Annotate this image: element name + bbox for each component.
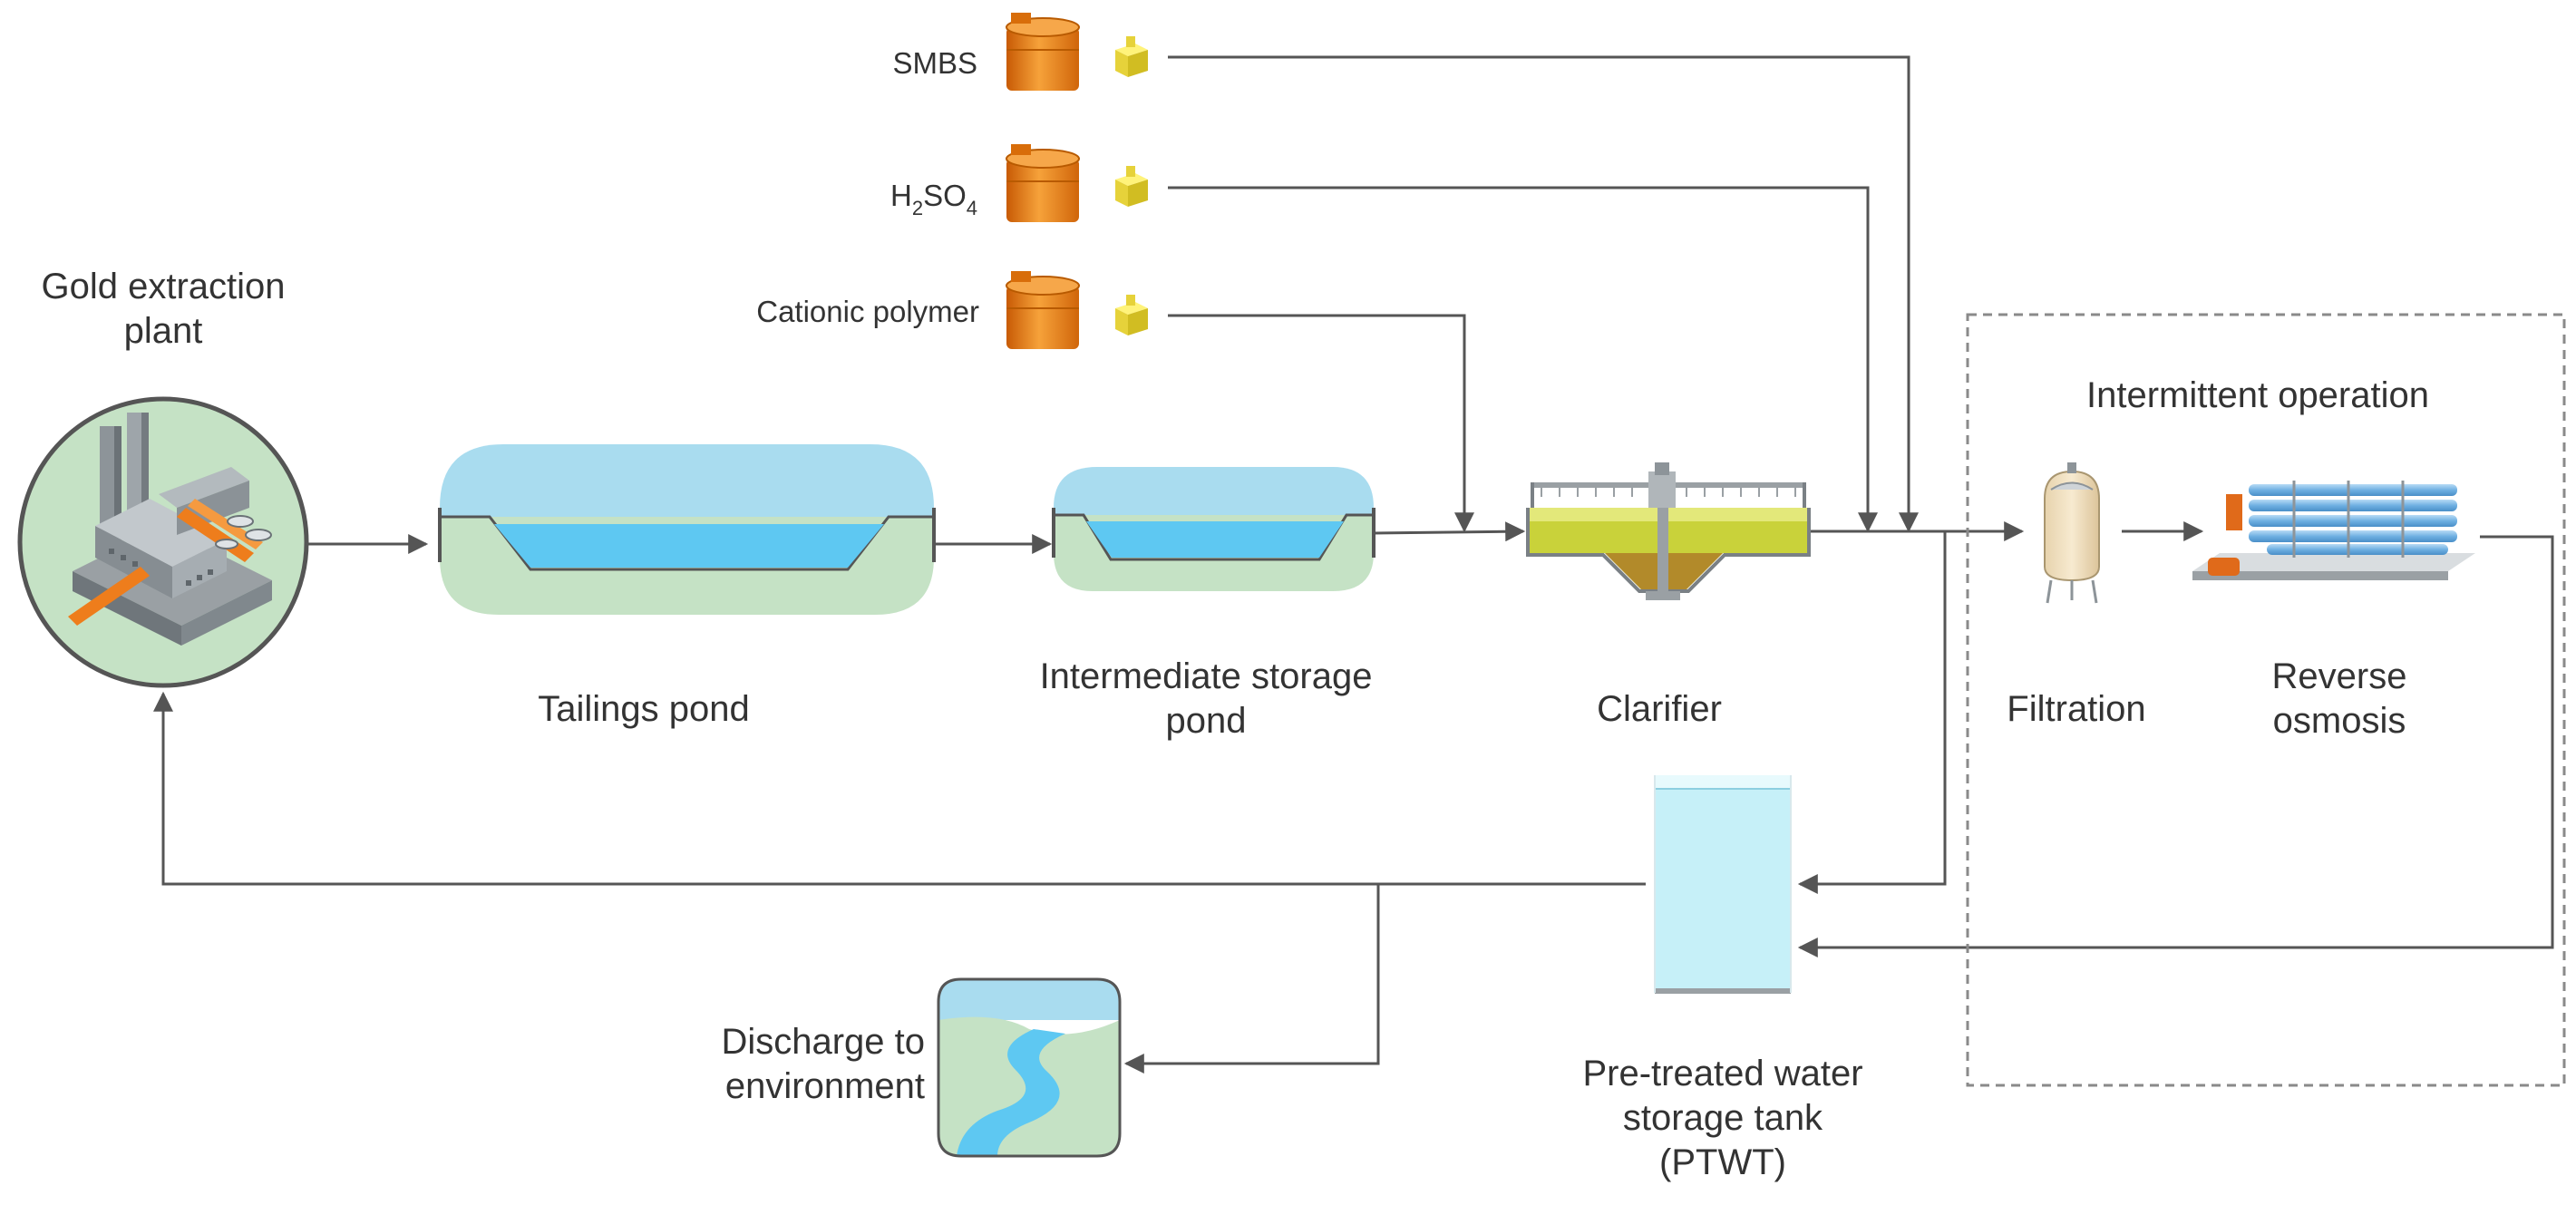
gold-plant-label: Gold extraction plant — [0, 265, 326, 354]
discharge-label-line1: Discharge to — [721, 1022, 925, 1062]
filtration-icon — [2044, 462, 2100, 604]
flow-lines — [153, 55, 2554, 1074]
clarifier-icon — [1526, 462, 1811, 600]
reverse-osmosis-icon — [2192, 481, 2475, 580]
h2so4-sub4: 4 — [967, 197, 977, 219]
h2so4-pump-icon — [1115, 166, 1148, 207]
flow-smbs-dosing — [1168, 55, 1919, 533]
flow-intermediate-to-clarifier — [1373, 521, 1526, 542]
flow-h2so4-dosing — [1168, 186, 1878, 533]
smbs-tank-icon — [1006, 13, 1080, 91]
flow-ro-to-ptwt — [1797, 535, 2554, 957]
ro-label-line1: Reverse — [2271, 656, 2407, 696]
gold-plant-icon — [17, 396, 309, 688]
intermediate-pond-label-line2: pond — [1165, 700, 1247, 741]
h2so4-h: H — [890, 179, 912, 212]
discharge-environment-icon — [937, 977, 1122, 1158]
tailings-pond-icon — [438, 444, 936, 615]
clarifier-label: Clarifier — [1597, 689, 1722, 729]
tailings-pond-label: Tailings pond — [538, 689, 750, 729]
flow-to-discharge — [1123, 884, 1380, 1074]
flow-bypass-to-ptwt — [1797, 531, 1947, 894]
intermittent-operation-box — [1966, 313, 2566, 1087]
ptwt-label-line3: (PTWT) — [1659, 1142, 1786, 1182]
intermittent-operation-label: Intermittent operation — [2086, 375, 2429, 415]
reverse-osmosis-label: Reverse osmosis — [2221, 655, 2457, 743]
polymer-pump-icon — [1115, 295, 1148, 335]
intermediate-pond-label: Intermediate storage pond — [979, 655, 1433, 743]
ro-label-line2: osmosis — [2272, 700, 2406, 741]
chem-label-polymer: Cationic polymer — [756, 295, 979, 328]
ptwt-tank-icon — [1654, 775, 1792, 994]
h2so4-sub2: 2 — [912, 197, 923, 219]
chem-label-smbs: SMBS — [892, 46, 977, 80]
ro-membranes — [2249, 484, 2457, 555]
h2so4-so: SO — [923, 179, 967, 212]
intermediate-pond-icon — [1052, 467, 1375, 591]
filtration-label: Filtration — [2007, 689, 2146, 729]
intermediate-pond-label-line1: Intermediate storage — [1039, 656, 1373, 696]
polymer-tank-icon — [1006, 271, 1080, 349]
ptwt-label-line1: Pre-treated water — [1582, 1054, 1863, 1093]
discharge-label: Discharge to environment — [635, 1020, 925, 1109]
ptwt-label-line2: storage tank — [1622, 1097, 1823, 1138]
smbs-pump-icon — [1115, 36, 1148, 77]
flow-polymer-dosing — [1168, 314, 1474, 533]
ptwt-label: Pre-treated water storage tank (PTWT) — [1505, 1052, 1940, 1184]
discharge-label-line2: environment — [724, 1065, 925, 1106]
flow-ptwt-to-plant — [153, 691, 1646, 886]
gold-plant-label-line1: Gold extraction — [41, 267, 286, 306]
h2so4-tank-icon — [1006, 144, 1080, 222]
gold-plant-label-line2: plant — [123, 310, 203, 351]
chemical-dosing-units — [1006, 13, 1148, 349]
chem-label-h2so4: H2SO4 — [890, 179, 977, 219]
